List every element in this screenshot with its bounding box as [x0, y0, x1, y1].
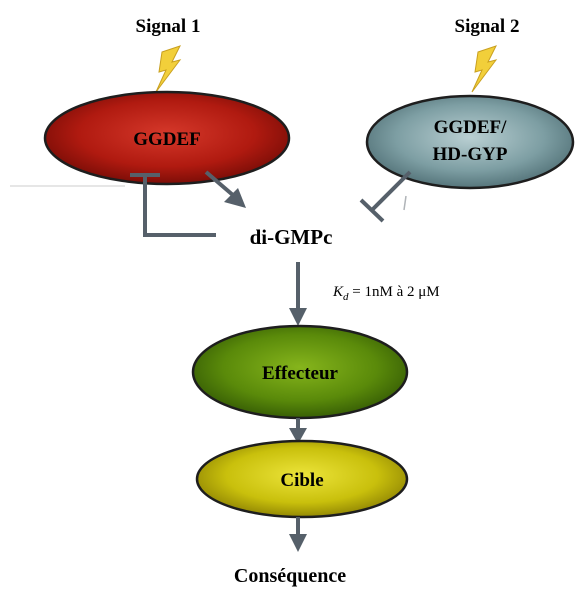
- ggdef-ellipse: [43, 90, 291, 186]
- signal-2-label: Signal 2: [455, 16, 520, 37]
- kd-range: = 1nM à 2 μM: [349, 284, 440, 300]
- arrow-to-consequence: [289, 517, 307, 552]
- arrow-to-target: [289, 418, 307, 444]
- target-label: Cible: [280, 470, 323, 491]
- ggdef-label: GGDEF: [133, 129, 201, 150]
- signal-1-label: Signal 1: [136, 16, 201, 37]
- kd-symbol: K: [332, 284, 344, 300]
- ggdef-hdgyp-label-line1: GGDEF/: [434, 117, 508, 138]
- ggdef-hdgyp-label-line2: HD-GYP: [433, 144, 508, 165]
- kd-annotation: Kd = 1nM à 2 μM: [332, 284, 440, 303]
- kd-subscript: d: [343, 291, 349, 303]
- lightning-icon-signal-2: [471, 45, 498, 93]
- degradation-inhibition-arrow: [359, 170, 412, 223]
- di-gmpc-label: di-GMPc: [250, 225, 333, 249]
- synthesis-arrow: [204, 170, 246, 208]
- lightning-icon-signal-1: [155, 45, 182, 93]
- consequence-label: Conséquence: [234, 565, 346, 587]
- target-ellipse: [195, 439, 409, 519]
- thin-mark: [403, 195, 407, 211]
- effector-label: Effecteur: [262, 363, 339, 384]
- arrow-to-effector: [289, 262, 307, 326]
- feedback-inhibition-arrow: [130, 173, 216, 237]
- ggdef-hdgyp-ellipse: [365, 94, 575, 190]
